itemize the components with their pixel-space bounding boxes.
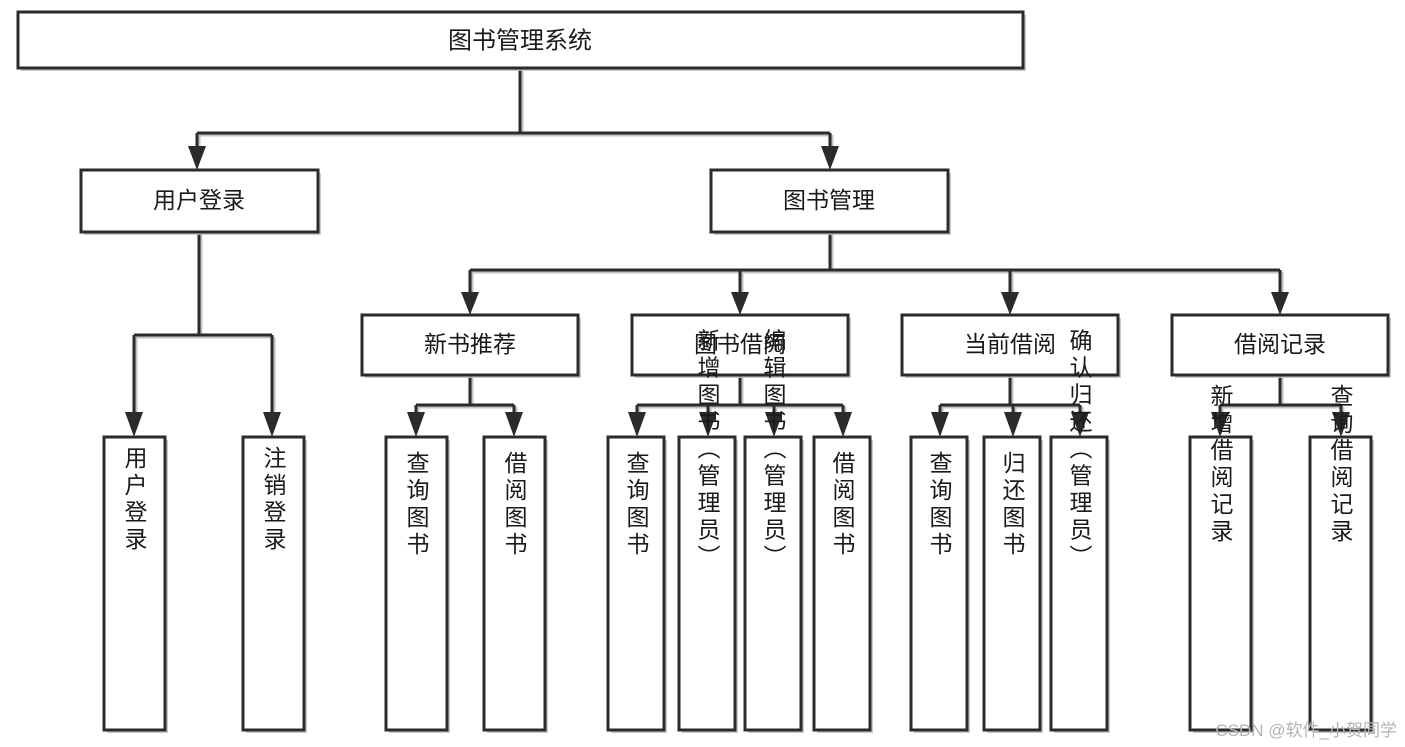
node-borrow-records-label: 借阅记录 bbox=[1234, 331, 1326, 357]
leaf-node[interactable]: 查询借阅记录 bbox=[1308, 384, 1374, 733]
leaf-node[interactable]: 注销登录 bbox=[241, 435, 307, 733]
leaf-node[interactable]: 借阅图书 bbox=[812, 435, 873, 733]
leaf-label: 归还图书 bbox=[999, 451, 1026, 559]
leaf-label: 编辑图书（管理员） bbox=[760, 329, 787, 572]
node-book-management-label: 图书管理 bbox=[783, 187, 875, 213]
node-root-label: 图书管理系统 bbox=[448, 27, 592, 54]
edge-current-to-leaves bbox=[931, 375, 1089, 437]
leaf-label: 新增借阅记录 bbox=[1207, 384, 1234, 546]
edge-root-to-level2 bbox=[188, 68, 839, 170]
leaf-node[interactable]: 查询图书 bbox=[384, 435, 450, 733]
node-book-borrow-label: 图书借阅 bbox=[694, 331, 786, 357]
leaf-node[interactable]: 借阅图书 bbox=[482, 435, 548, 733]
leaf-node[interactable]: 新增图书（管理员） bbox=[677, 329, 738, 734]
leaf-label: 注销登录 bbox=[260, 446, 287, 554]
node-root-system[interactable]: 图书管理系统 bbox=[16, 10, 1026, 71]
leaf-node[interactable]: 用户登录 bbox=[102, 435, 168, 733]
leaf-node[interactable]: 新增借阅记录 bbox=[1188, 384, 1254, 733]
leaf-label: 查询借阅记录 bbox=[1327, 384, 1354, 546]
node-borrow-records[interactable]: 借阅记录 bbox=[1170, 313, 1391, 378]
leaf-label: 查询图书 bbox=[623, 451, 650, 559]
node-user-login-label: 用户登录 bbox=[153, 187, 245, 213]
edge-userlogin-to-leaves bbox=[125, 232, 281, 437]
leaf-label: 用户登录 bbox=[121, 446, 148, 554]
leaf-label: 确认归还（管理员） bbox=[1066, 329, 1093, 572]
leaf-label: 查询图书 bbox=[403, 451, 430, 559]
node-book-borrow[interactable]: 图书借阅 bbox=[630, 313, 851, 378]
leaf-label: 新增图书（管理员） bbox=[694, 329, 721, 572]
leaf-node[interactable]: 查询图书 bbox=[909, 435, 970, 733]
node-new-book-recommend-label: 新书推荐 bbox=[424, 331, 516, 357]
edge-borrow-to-leaves bbox=[628, 375, 852, 437]
node-new-book-recommend[interactable]: 新书推荐 bbox=[360, 313, 581, 378]
node-user-login[interactable]: 用户登录 bbox=[79, 168, 321, 235]
node-current-borrow[interactable]: 当前借阅 bbox=[900, 313, 1121, 378]
node-current-borrow-label: 当前借阅 bbox=[964, 331, 1056, 357]
leaf-node[interactable]: 编辑图书（管理员） bbox=[743, 329, 804, 734]
edge-newbook-to-leaves bbox=[407, 375, 523, 437]
leaf-label: 查询图书 bbox=[926, 451, 953, 559]
node-book-management[interactable]: 图书管理 bbox=[709, 168, 951, 235]
edge-records-to-leaves bbox=[1211, 375, 1350, 437]
connector-layer bbox=[125, 68, 1350, 437]
leaf-node[interactable]: 确认归还（管理员） bbox=[1049, 329, 1110, 734]
leaf-node[interactable]: 归还图书 bbox=[982, 435, 1043, 733]
leaf-label: 借阅图书 bbox=[829, 451, 856, 559]
leaf-label: 借阅图书 bbox=[501, 451, 528, 559]
edge-bookmgmt-to-level3 bbox=[461, 232, 1289, 315]
leaf-node[interactable]: 查询图书 bbox=[606, 435, 667, 733]
